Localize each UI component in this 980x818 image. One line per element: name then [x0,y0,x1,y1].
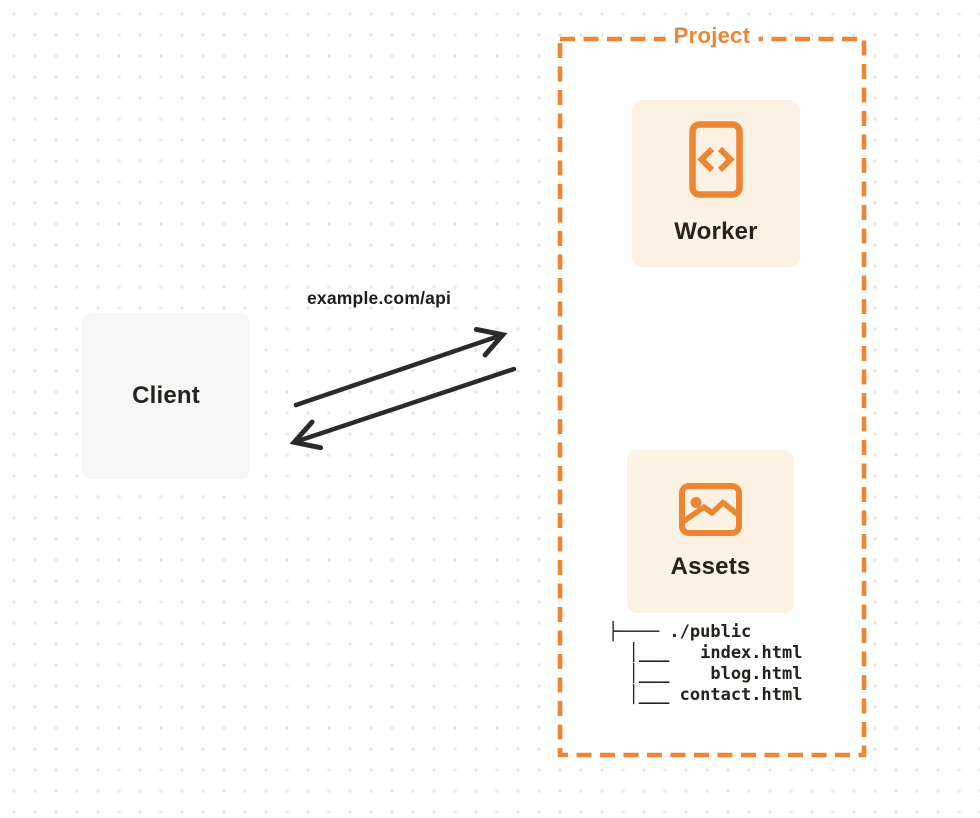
file-tree-root: ├──── ./public [608,622,752,642]
client-label: Client [132,382,200,409]
file-tree: ├──── ./public │___ index.html │___ blog… [608,622,802,706]
worker-label: Worker [674,218,758,245]
file-tree-item: │___ index.html [608,643,803,663]
project-label: Project [665,21,759,51]
worker-node: Worker [632,100,800,267]
assets-node: Assets [627,450,794,613]
file-tree-item: │___ blog.html [608,664,803,684]
request-url-label: example.com/api [307,288,452,308]
request-arrow [293,326,508,408]
image-icon [679,482,742,536]
client-node: Client [82,313,250,479]
response-arrow [289,366,517,451]
file-tree-item: │___ contact.html [608,685,803,705]
assets-label: Assets [670,552,751,580]
code-brackets-icon [689,121,743,198]
